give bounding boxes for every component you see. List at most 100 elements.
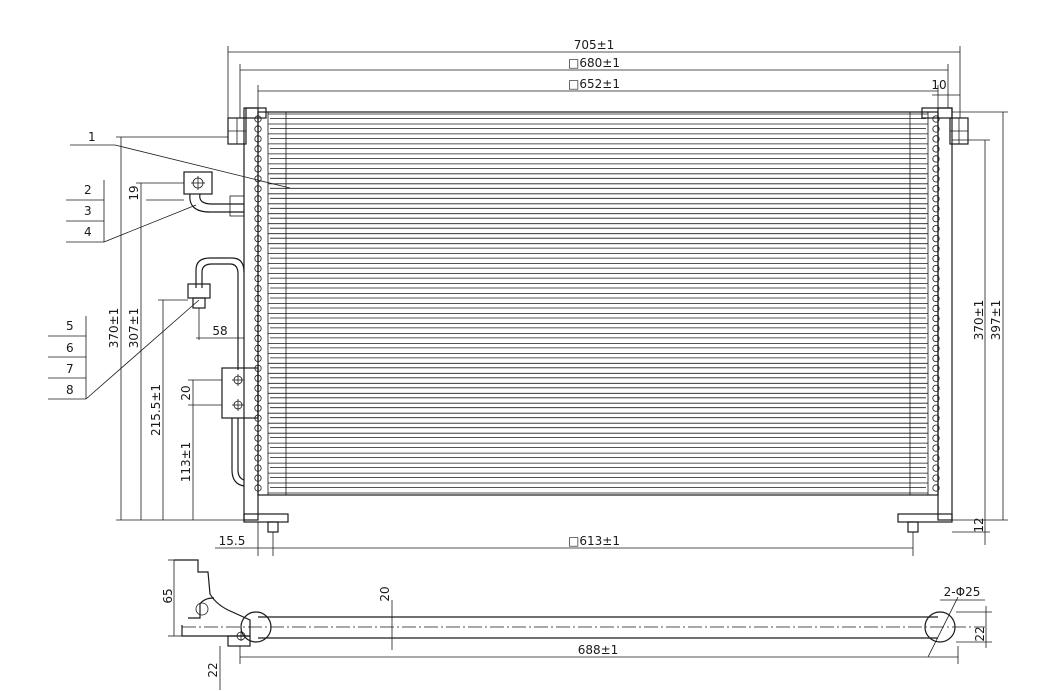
tube-end-circle (932, 364, 940, 372)
tube-end-circle (932, 334, 940, 342)
dim-fitting-height: 215.5±1 (149, 384, 163, 436)
dim-bracket-offset: 10 (931, 78, 946, 92)
dim-mount-span: □613±1 (568, 534, 620, 548)
tube-end-circle (254, 235, 262, 243)
tube-end-circle (254, 344, 262, 352)
tube-end-circle (932, 115, 940, 123)
tube-end-circle (254, 264, 262, 273)
tube-end-circle (932, 454, 940, 462)
tube-end-circle (932, 354, 940, 362)
middle-bracket (221, 367, 259, 419)
dim-pipe-offset: 58 (212, 324, 227, 338)
tube-end-circle (254, 464, 262, 472)
callout-7: 7 (66, 362, 74, 376)
dim-overall-width: 705±1 (574, 38, 615, 52)
left-bracket-profile (174, 559, 251, 637)
right-tank-section (924, 611, 956, 643)
tube-end-circle (254, 444, 262, 452)
tube-end-circle (932, 474, 940, 482)
left-tank-section (240, 611, 272, 643)
tube-end-circle (254, 175, 262, 183)
left-fin-band (267, 111, 287, 496)
tube-end-circle (932, 284, 940, 293)
tube-end-circle (932, 464, 940, 472)
dim-depth-left: 22 (206, 662, 220, 677)
callout-2: 2 (84, 183, 92, 197)
tube-end-circle (932, 205, 940, 213)
dim-depth-right: 22 (973, 626, 987, 641)
dim-core-depth: 20 (378, 586, 392, 601)
bottom-view: 65 20 2-Φ25 688±1 22 22 (161, 559, 992, 690)
dim-bracket-height: 113±1 (179, 442, 193, 483)
tube-end-circle (254, 304, 262, 313)
tube-end-circle (932, 195, 940, 203)
tube-end-circle (254, 274, 262, 283)
tube-end-circle (932, 155, 940, 163)
bottom-left-foot (243, 513, 289, 523)
top-left-cap (245, 107, 267, 119)
tube-end-circle (932, 314, 940, 323)
bottom-right-pin (907, 521, 919, 533)
dim-bracket-gap: 20 (179, 385, 193, 400)
tube-end-circle (932, 274, 940, 283)
dim-right-height-2: 397±1 (989, 300, 1003, 341)
lower-pipe-loop (195, 257, 245, 288)
callout-1: 1 (88, 130, 96, 144)
right-fin-band (909, 111, 929, 496)
tube-end-circle (254, 424, 262, 432)
right-header-tank (937, 107, 953, 521)
tube-end-circle (254, 255, 262, 263)
tube-end-circle (932, 245, 940, 253)
tube-end-circle (932, 324, 940, 332)
top-right-cap (921, 107, 953, 119)
front-dimensions: 705±1 □680±1 □652±1 10 370±1 397±1 370±1… (107, 38, 1008, 556)
tube-end-circle (932, 175, 940, 183)
tube-end-circle (932, 215, 940, 223)
tube-end-circle (254, 434, 262, 442)
tube-end-circle (254, 125, 262, 133)
tube-end-circle (254, 314, 262, 323)
bottom-left-pin (267, 521, 279, 533)
tube-end-circle (254, 245, 262, 253)
fin-tubes (268, 113, 928, 494)
tube-end-circle (254, 324, 262, 332)
tube-end-circle (254, 145, 262, 153)
tube-end-circle (254, 165, 262, 173)
dim-foot-offset: 15.5 (219, 534, 246, 548)
tube-end-circle (254, 115, 262, 123)
lower-fitting-nut (187, 283, 211, 299)
tube-end-circle (254, 215, 262, 223)
tube-end-circle (254, 155, 262, 163)
tube-end-circle (254, 334, 262, 342)
tube-end-circle (254, 205, 262, 213)
bottom-right-foot (897, 513, 953, 523)
dim-bottom-length: 688±1 (578, 643, 619, 657)
callout-8: 8 (66, 383, 74, 397)
tube-end-circle (254, 185, 262, 193)
tube-end-circle (932, 185, 940, 193)
callout-6: 6 (66, 341, 74, 355)
dim-left-height-1: 370±1 (107, 308, 121, 349)
tube-end-circle (254, 474, 262, 482)
tube-end-circle (932, 264, 940, 273)
tube-end-circle (932, 484, 940, 492)
dim-side-height: 65 (161, 588, 175, 603)
tube-end-circle (932, 294, 940, 303)
dim-frame-width: □680±1 (568, 56, 620, 70)
left-mount-block (227, 635, 251, 647)
tube-end-circle (932, 404, 940, 412)
tube-end-circle (932, 255, 940, 263)
tube-end-circle (932, 444, 940, 452)
tube-ends (254, 115, 940, 492)
tube-end-circle (254, 195, 262, 203)
tube-end-circle (932, 394, 940, 402)
dim-hole-spec: 2-Φ25 (944, 585, 981, 599)
tube-end-circle (932, 125, 940, 133)
tube-end-circle (254, 225, 262, 233)
tube-end-circle (254, 135, 262, 143)
tube-end-circle (932, 135, 940, 143)
tube-end-circle (254, 354, 262, 362)
tube-end-circle (254, 284, 262, 293)
tube-end-circle (932, 225, 940, 233)
